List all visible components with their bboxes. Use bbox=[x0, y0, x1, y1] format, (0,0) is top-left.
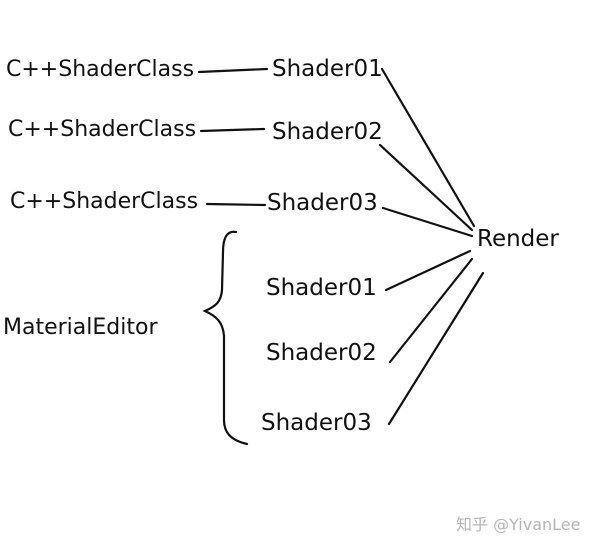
edge-shader02-render bbox=[378, 143, 474, 232]
shader-02-bottom: Shader02 bbox=[266, 340, 377, 366]
shader-03-bottom: Shader03 bbox=[261, 410, 372, 436]
shader-02-top: Shader02 bbox=[272, 119, 383, 145]
edge-cpp3-shader03 bbox=[205, 202, 267, 207]
edge-cpp2-shader02 bbox=[199, 127, 266, 133]
shader-01-bottom: Shader01 bbox=[266, 275, 377, 301]
edge-shader03-render bbox=[381, 206, 474, 238]
shader-01-top: Shader01 bbox=[272, 56, 383, 82]
watermark-text: 知乎 @YivanLee bbox=[456, 515, 581, 534]
curly-brace bbox=[202, 230, 249, 446]
cpp-shader-class-2: C++ShaderClass bbox=[8, 117, 197, 142]
material-editor-label: MaterialEditor bbox=[3, 315, 158, 340]
edge-render-shader01b bbox=[384, 249, 472, 292]
render-node: Render bbox=[477, 226, 559, 252]
cpp-shader-class-3: C++ShaderClass bbox=[10, 189, 199, 214]
edge-render-shader03b bbox=[387, 271, 485, 426]
shader-03-top: Shader03 bbox=[267, 190, 378, 216]
cpp-shader-class-1: C++ShaderClass bbox=[6, 57, 195, 82]
edge-render-shader02b bbox=[388, 257, 474, 364]
edge-shader01-render bbox=[380, 67, 476, 228]
edge-cpp1-shader01 bbox=[197, 67, 269, 74]
